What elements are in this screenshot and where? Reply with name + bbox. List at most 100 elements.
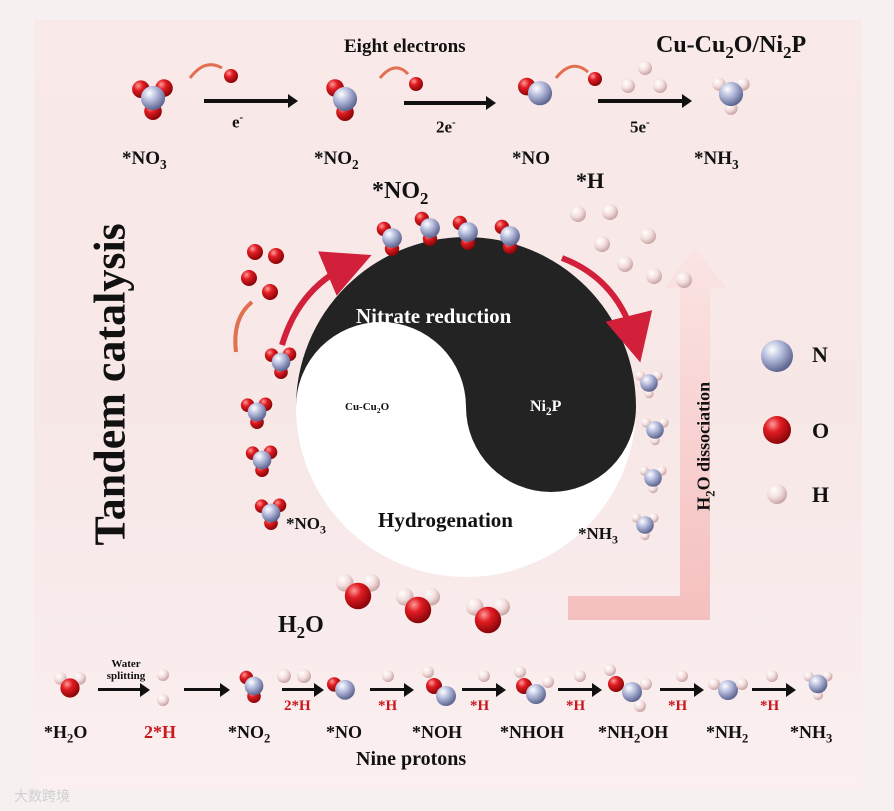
step-label-h-3: *H: [566, 698, 586, 714]
hydrogen-atom-icon: [640, 678, 652, 690]
nine-protons-label: Nine protons: [356, 748, 467, 770]
h2o-center-label: H2O: [278, 612, 324, 642]
step-label-2e: 2e-: [436, 117, 456, 137]
cu-cu2o-label: Cu-Cu2O: [345, 401, 390, 416]
step-label-h-2: *H: [470, 698, 490, 714]
bottom-arrow-5: [660, 683, 704, 697]
species-no3-top: *NO3: [122, 148, 167, 172]
hydrogen-atom-icon: [766, 670, 778, 682]
bottom-arrow-4: [558, 683, 602, 697]
hydrogen-atom-icon: [542, 676, 554, 688]
electron-arc-3: [554, 64, 589, 79]
hydrogen-atom-icon: [574, 670, 586, 682]
oxygen-atom-icon: [241, 270, 257, 286]
bottom-arrow-6: [752, 683, 796, 697]
curved-arrow-right: [560, 255, 653, 363]
step-label-e: e-: [232, 112, 244, 132]
hydrogen-atom-icon: [382, 670, 394, 682]
nitrogen-atom-icon: [420, 218, 440, 238]
hydrogen-atom-icon: [594, 236, 610, 252]
oxygen-atom-icon: [608, 676, 624, 692]
legend-oxygen-icon: [763, 416, 791, 444]
electron-arc-1: [188, 63, 223, 79]
nitrogen-atom-icon: [808, 674, 828, 694]
bottom-species-noh: *NOH: [412, 722, 463, 742]
curved-arrow-left: [279, 251, 372, 346]
reaction-arrow-2: [404, 96, 496, 110]
bottom-species-nh3: *NH3: [790, 722, 833, 746]
hydrogen-atom-icon: [514, 666, 526, 678]
h2o-dissociation-arrow: [568, 248, 726, 620]
bottom-arrow-1: [282, 683, 324, 697]
step-label-5e: 5e-: [630, 117, 650, 137]
step-label-h-1: *H: [378, 698, 398, 714]
bottom-species-nh2: *NH2: [706, 722, 749, 746]
nitrogen-atom-icon: [271, 352, 291, 372]
oxygen-atom-icon: [474, 606, 502, 634]
h-center-label: *H: [576, 168, 605, 193]
oxygen-atom-icon: [344, 582, 372, 610]
bottom-arrow-3: [462, 683, 506, 697]
nitrogen-atom-icon: [244, 676, 264, 696]
bottom-species-h2o: *H2O: [44, 722, 88, 746]
nitrogen-atom-icon: [436, 686, 456, 706]
reaction-arrow-3: [598, 94, 692, 108]
oxygen-atom-icon: [268, 248, 284, 264]
legend-label-o: O: [812, 418, 830, 443]
nitrogen-atom-icon: [382, 228, 402, 248]
species-nh3-top: *NH3: [694, 148, 739, 172]
species-no2-top: *NO2: [314, 148, 359, 172]
oxygen-atom-icon: [60, 678, 80, 698]
hydrogen-atom-icon: [570, 206, 586, 222]
bottom-arrow-water: [98, 683, 150, 697]
bottom-species-no: *NO: [326, 722, 362, 742]
catalyst-title: Cu-Cu2O/Ni2P: [656, 32, 807, 62]
nitrogen-atom-icon: [261, 503, 281, 523]
step-label-h-5: *H: [760, 698, 780, 714]
hydrogen-atom-icon: [277, 669, 291, 683]
nitrogen-atom-icon: [527, 81, 553, 106]
nitrogen-atom-icon: [332, 86, 358, 112]
ni2p-label: Ni2P: [530, 398, 562, 419]
hydrogen-atom-icon: [604, 664, 616, 676]
species-no-top: *NO: [512, 148, 550, 169]
nitrogen-atom-icon: [247, 402, 267, 422]
nitrogen-atom-icon: [335, 679, 355, 700]
oxygen-atom-icon: [247, 244, 263, 260]
hydrogen-atom-icon: [634, 700, 646, 712]
bottom-species-no2: *NO2: [228, 722, 271, 746]
hydrogen-atom-icon: [708, 678, 720, 690]
legend-label-n: N: [812, 342, 828, 367]
hydrogen-atom-icon: [640, 228, 656, 244]
hydrogen-atom-icon: [478, 670, 490, 682]
hydrogen-atom-icon: [621, 79, 635, 93]
bottom-species-nhoh: *NHOH: [500, 722, 565, 742]
oxygen-atom-icon: [588, 72, 602, 86]
watermark: 大数跨境: [14, 789, 70, 805]
reaction-arrow-1: [204, 94, 298, 108]
legend-nitrogen-icon: [761, 340, 793, 372]
nitrogen-atom-icon: [252, 450, 272, 470]
legend-label-h: H: [812, 482, 830, 507]
hydrogen-atom-icon: [602, 204, 618, 220]
bottom-species-2h: 2*H: [144, 722, 177, 742]
nitrogen-atom-icon: [644, 469, 662, 487]
bottom-species-nh2oh: *NH2OH: [598, 722, 669, 746]
nitrogen-atom-icon: [636, 516, 654, 534]
nitrogen-atom-icon: [140, 85, 166, 111]
nitrogen-atom-icon: [640, 374, 658, 392]
bottom-arrow-2: [370, 683, 414, 697]
bottom-arrow-0: [184, 683, 230, 697]
nh3-center-label: *NH3: [578, 524, 618, 547]
yin-yang-symbol: [296, 237, 636, 577]
no3-center-label: *NO3: [286, 514, 326, 537]
nitrogen-atom-icon: [718, 81, 744, 107]
nitrogen-atom-icon: [458, 222, 478, 242]
molecule-atoms: [54, 61, 833, 712]
step-label-h-4: *H: [668, 698, 688, 714]
hydrogen-atom-icon: [736, 678, 748, 690]
hydrogen-atom-icon: [422, 666, 434, 678]
step-label-2h: 2*H: [284, 698, 311, 714]
